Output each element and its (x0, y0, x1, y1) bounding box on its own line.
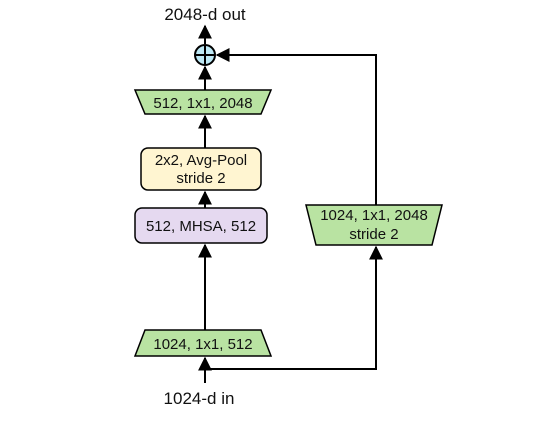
block-conv-out-shape (133, 89, 273, 115)
shortcut-line-to-block (205, 245, 383, 370)
block-conv-in: 1024, 1x1, 512 (133, 329, 273, 357)
block-avgpool-label-line2: stride 2 (176, 170, 225, 187)
block-conv-out: 512, 1x1, 2048 (133, 89, 273, 115)
block-avgpool: 2x2, Avg-Pool stride 2 (140, 147, 262, 191)
block-conv-in-label: 1024, 1x1, 512 (153, 336, 252, 353)
block-conv-in-shape (133, 329, 273, 357)
block-shortcut: 1024, 1x1, 2048 stride 2 (305, 204, 443, 246)
sum-node (194, 44, 216, 66)
input-label: 1024-d in (164, 389, 235, 408)
block-shortcut-label-line1: 1024, 1x1, 2048 (320, 207, 428, 224)
block-shortcut-label-line2: stride 2 (349, 226, 398, 243)
block-mhsa-label: 512, MHSA, 512 (146, 218, 256, 235)
shortcut-line-to-sum (215, 48, 377, 205)
block-conv-out-label: 512, 1x1, 2048 (153, 95, 252, 112)
block-avgpool-label-line1: 2x2, Avg-Pool (155, 152, 247, 169)
block-mhsa-shape (134, 207, 268, 244)
block-mhsa: 512, MHSA, 512 (134, 207, 268, 244)
output-label: 2048-d out (164, 5, 246, 24)
block-shortcut-shape (305, 204, 443, 246)
block-avgpool-shape (140, 147, 262, 191)
